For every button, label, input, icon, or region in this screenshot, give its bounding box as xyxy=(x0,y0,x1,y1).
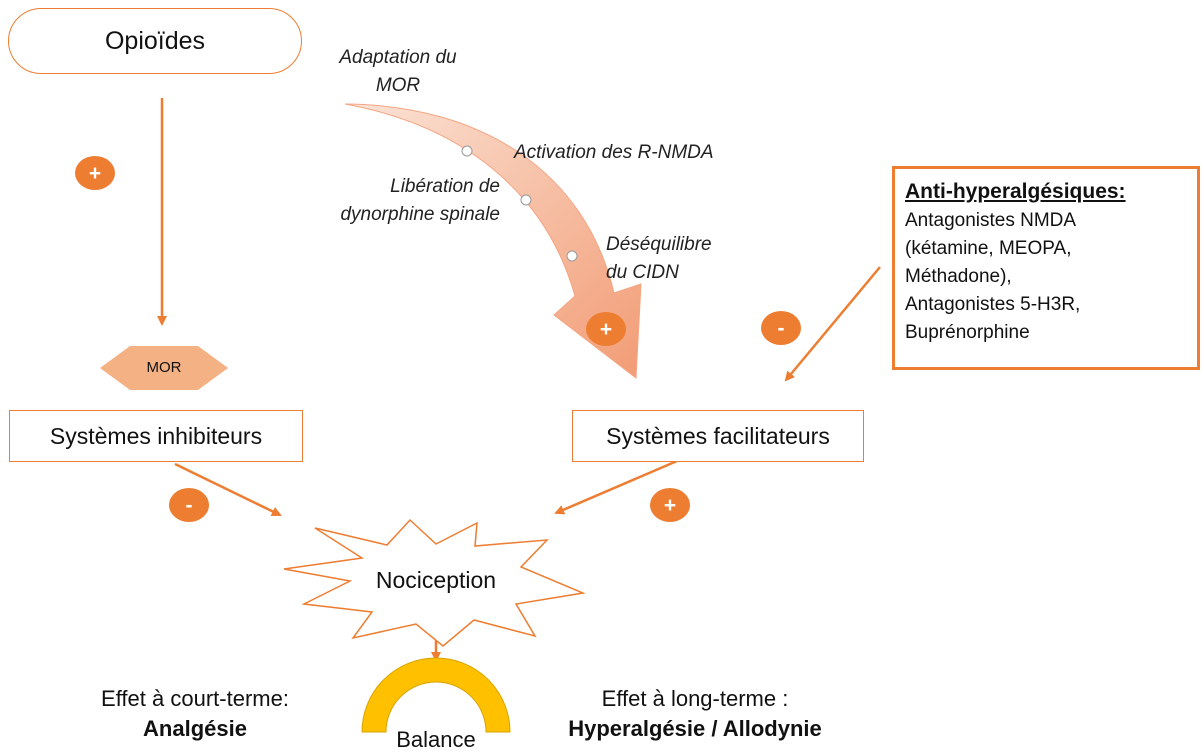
arrow-facilitateurs-to-nociception xyxy=(554,456,685,515)
mechanism-activation-label: Activation des R-NMDA xyxy=(514,142,714,163)
balance-label: Balance xyxy=(396,727,476,752)
curve-dot-2 xyxy=(520,194,532,206)
sign-minus-inhibiteurs: - xyxy=(169,488,209,522)
arrow-inhibiteurs-to-nociception xyxy=(174,462,282,517)
mechanism-desequilibre-label: Déséquilibre du CIDN xyxy=(606,234,712,283)
anti-hyperalgesiques-list: Antagonistes NMDA (kétamine, MEOPA, Méth… xyxy=(905,210,1081,343)
arrow-anti-to-facilitateurs xyxy=(784,266,881,382)
effect-long-term-label: Effet à long-terme : xyxy=(601,686,789,711)
effect-short-term-label: Effet à court-terme: xyxy=(101,686,289,711)
nociception-star xyxy=(283,518,586,647)
node-facilitateurs-label: Systèmes facilitateurs xyxy=(606,422,830,449)
mechanism-curved-arrow xyxy=(344,103,642,379)
sign-minus-anti: - xyxy=(761,311,801,345)
mor-shape xyxy=(100,346,228,390)
sign-plus-opioides: + xyxy=(75,156,115,190)
curve-dot-3 xyxy=(566,250,578,262)
balance-shape xyxy=(361,657,511,733)
anti-hyperalgesiques-box: Anti-hyperalgésiques: Antagonistes NMDA … xyxy=(892,166,1200,370)
node-inhibiteurs-label: Systèmes inhibiteurs xyxy=(49,422,263,449)
mechanism-liberation-label: Libération de dynorphine spinale xyxy=(340,176,500,225)
effect-long-term: Effet à long-terme : Hyperalgésie / Allo… xyxy=(530,684,860,744)
sign-plus-curve: + xyxy=(586,312,626,346)
node-opioides: Opioïdes xyxy=(8,8,302,74)
anti-hyperalgesiques-title: Anti-hyperalgésiques: xyxy=(905,180,1126,203)
effect-long-term-value: Hyperalgésie / Allodynie xyxy=(568,716,822,741)
node-systemes-facilitateurs: Systèmes facilitateurs xyxy=(572,410,864,462)
node-nociception-label: Nociception xyxy=(375,567,497,593)
node-opioides-label: Opioïdes xyxy=(104,26,206,55)
curve-dot-1 xyxy=(461,145,473,157)
sign-plus-facilitateurs: + xyxy=(650,488,690,522)
mechanism-adaptation-label: Adaptation du MOR xyxy=(339,47,457,96)
effect-short-term-value: Analgésie xyxy=(143,716,247,741)
node-mor-label: MOR xyxy=(146,359,182,376)
node-systemes-inhibiteurs: Systèmes inhibiteurs xyxy=(9,410,303,462)
effect-short-term: Effet à court-terme: Analgésie xyxy=(45,684,345,744)
